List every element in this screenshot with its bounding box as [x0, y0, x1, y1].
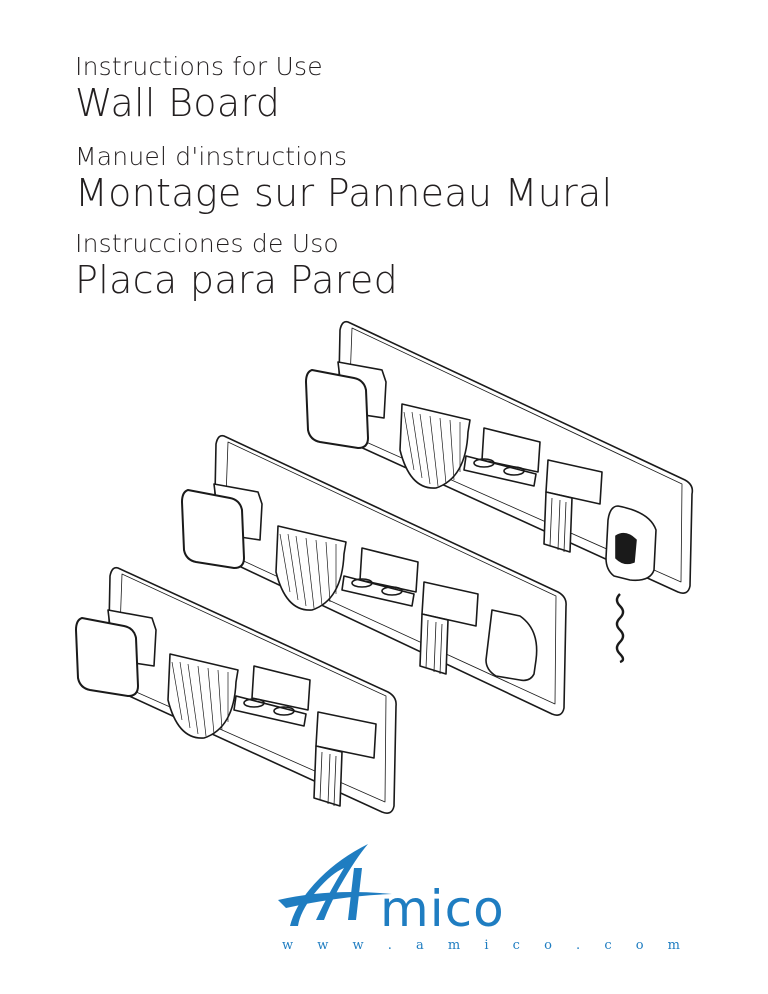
amico-logo: mico w w w . a m i c o . c o m	[270, 838, 680, 958]
spanish-subtitle: Instrucciones de Uso	[75, 229, 339, 258]
amico-a-swoosh-icon	[278, 844, 392, 926]
french-subtitle: Manuel d'instructions	[75, 142, 348, 171]
spanish-title: Placa para Pared	[75, 258, 398, 302]
wall-board-middle	[181, 434, 567, 716]
amico-website-url: w w w . a m i c o . c o m	[282, 938, 691, 953]
english-subtitle: Instructions for Use	[75, 52, 323, 81]
french-title: Montage sur Panneau Mural	[75, 171, 613, 215]
amico-wordmark: mico	[380, 880, 505, 938]
wall-board-front	[75, 566, 397, 814]
wall-board-illustration	[75, 320, 694, 814]
english-title: Wall Board	[75, 81, 281, 125]
wall-board-top	[305, 320, 694, 664]
